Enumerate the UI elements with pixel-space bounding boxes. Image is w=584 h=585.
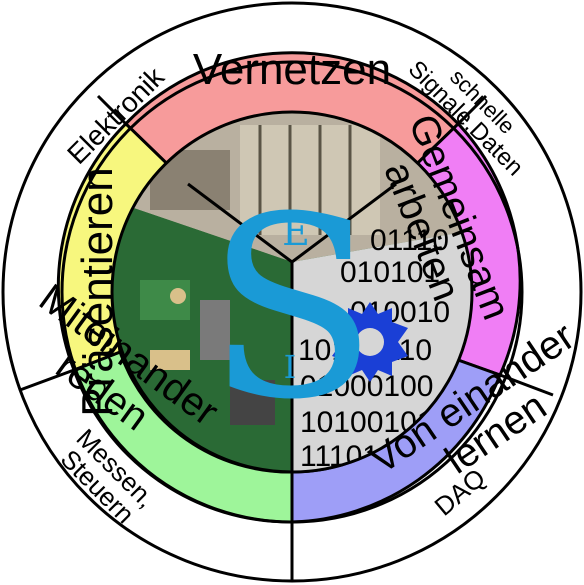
binary-row: 01110 — [370, 224, 449, 257]
logo-s: S — [206, 163, 377, 454]
label-vernetzen: Vernetzen — [193, 45, 391, 94]
gear-icon — [332, 302, 408, 382]
logo-e: E — [282, 210, 310, 254]
binary-row: 010101 — [340, 256, 440, 289]
logo-i: I — [284, 348, 297, 386]
label-praesentieren: Präsentieren — [73, 167, 122, 416]
